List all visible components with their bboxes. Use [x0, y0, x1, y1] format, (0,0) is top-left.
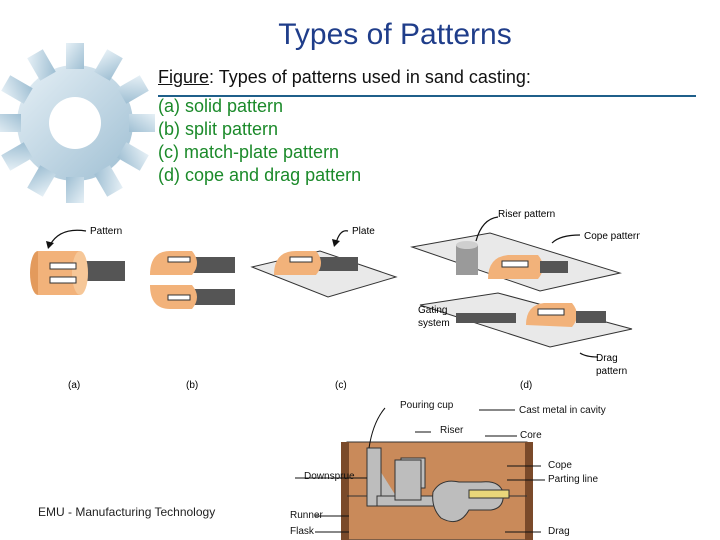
caption-divider [158, 95, 696, 97]
caption-item-c: (c) match‑plate pattern [158, 142, 340, 162]
label-drag-pattern-1: Drag [596, 353, 618, 364]
gear-icon [0, 43, 155, 203]
label-downsprue: Downsprue [304, 471, 355, 482]
label-a: (a) [68, 380, 80, 391]
caption-item-a: (a) solid pattern [158, 96, 284, 116]
label-riser: Riser [440, 425, 464, 436]
caption-item-b: (b) split pattern [158, 119, 279, 139]
label-pattern: Pattern [90, 226, 122, 237]
label-gating-system-2: system [418, 318, 450, 329]
label-d: (d) [520, 380, 532, 391]
cope-drag-pattern-drawing [410, 216, 633, 358]
solid-pattern-drawing [30, 229, 125, 295]
label-core: Core [520, 430, 542, 441]
caption-text: : Types of patterns used in sand casting… [209, 67, 531, 87]
label-plate: Plate [352, 226, 375, 237]
label-c: (c) [335, 380, 347, 391]
label-runner: Runner [290, 510, 323, 521]
label-cope-pattern: Cope pattern [584, 231, 640, 242]
label-pouring-cup: Pouring cup [400, 400, 454, 411]
label-drag-pattern-2: pattern [596, 366, 627, 377]
mold-cross-section-figure [295, 407, 545, 540]
label-riser-pattern: Riser pattern [498, 209, 555, 220]
label-flask: Flask [290, 526, 314, 537]
pattern-types-figure: Pattern (a) (b) Plate (c) Rise [30, 209, 640, 391]
label-gating-system-1: Gating [418, 305, 447, 316]
split-pattern-drawing [150, 251, 235, 309]
caption-figure-label: Figure [158, 67, 210, 87]
label-cast-metal: Cast metal in cavity [519, 405, 606, 416]
slide-footer: EMU - Manufacturing Technology [38, 505, 216, 519]
label-cope: Cope [548, 460, 572, 471]
figure-caption: Figure: Types of patterns used in sand c… [158, 66, 698, 187]
label-drag: Drag [548, 526, 570, 537]
slide-title: Types of Patterns [278, 18, 512, 51]
match-plate-pattern-drawing [250, 230, 398, 298]
label-parting-line: Parting line [548, 474, 599, 485]
caption-item-d: (d) cope and drag pattern [158, 165, 362, 185]
label-b: (b) [186, 380, 198, 391]
